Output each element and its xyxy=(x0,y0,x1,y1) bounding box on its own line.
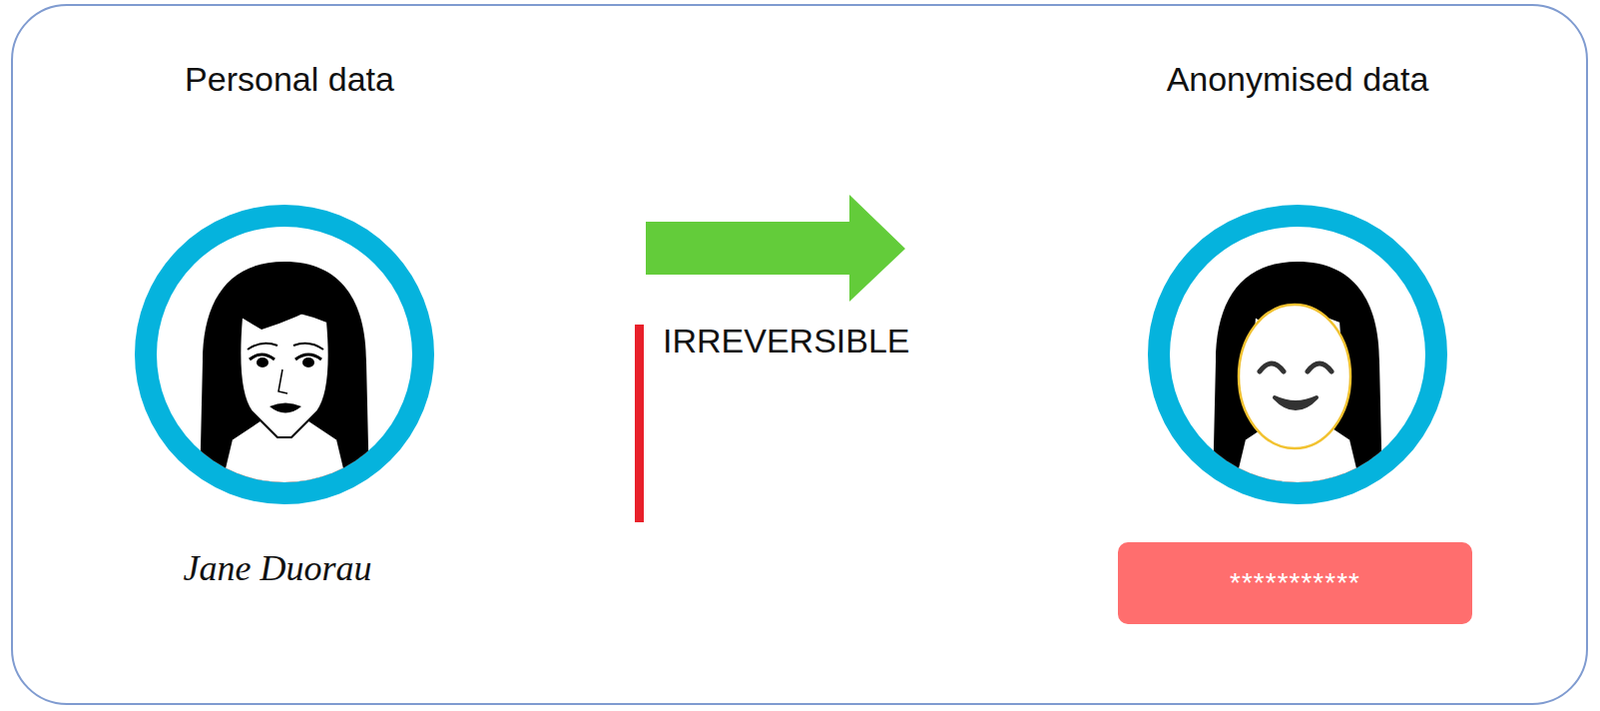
anonymous-portrait xyxy=(1158,215,1437,494)
person-portrait xyxy=(145,215,424,494)
process-arrow xyxy=(645,194,906,302)
barrier-label: IRREVERSIBLE xyxy=(662,321,911,361)
frame xyxy=(11,4,1588,704)
signature: Jane Duorau xyxy=(183,546,373,589)
masked-field: *********** xyxy=(1117,541,1473,624)
barrier-line xyxy=(634,324,644,523)
section-heading: Personal data xyxy=(184,59,395,99)
masked-text: *********** xyxy=(1229,566,1361,599)
section-heading: Anonymised data xyxy=(1166,59,1430,99)
